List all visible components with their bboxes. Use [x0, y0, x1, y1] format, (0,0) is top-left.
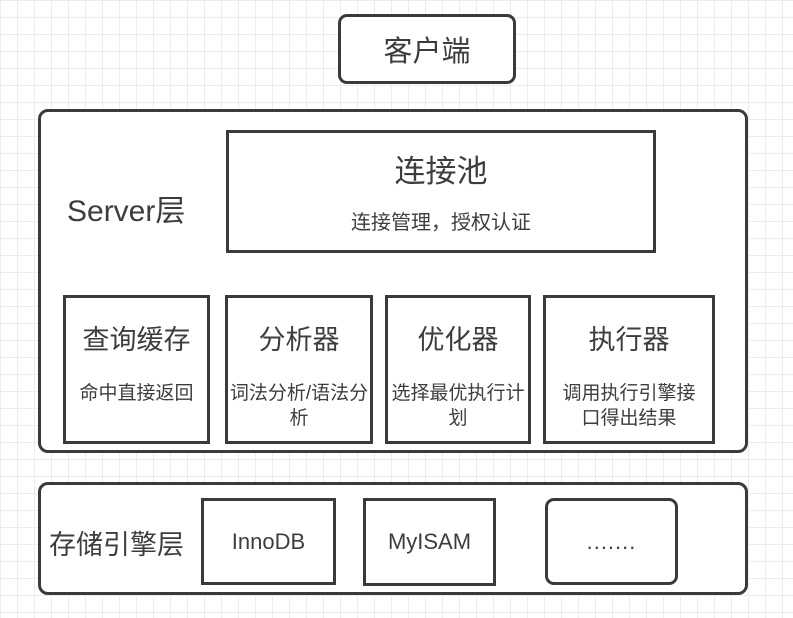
innodb-label: InnoDB [231, 528, 306, 554]
analyzer-subtitle: 词法分析/语法分 析 [229, 383, 369, 429]
analyzer-title: 分析器 [258, 325, 340, 355]
optimizer-title: 优化器 [417, 325, 499, 355]
myisam-box: MyISAM [363, 498, 496, 586]
optimizer-box: 优化器 选择最优执行计 划 [385, 295, 531, 444]
innodb-box: InnoDB [201, 498, 336, 585]
query-cache-box: 查询缓存 命中直接返回 [63, 295, 210, 444]
query-cache-title: 查询缓存 [82, 325, 191, 355]
other-engines-label: ....... [586, 528, 637, 554]
executor-title: 执行器 [588, 325, 670, 355]
client-label: 客户端 [383, 36, 471, 68]
query-cache-subtitle: 命中直接返回 [79, 383, 194, 404]
connection-pool-box: 连接池 连接管理，授权认证 [226, 130, 656, 253]
myisam-label: MyISAM [387, 529, 472, 554]
storage-layer-box: 存储引擎层 InnoDB MyISAM ....... [38, 482, 748, 595]
connection-pool-subtitle: 连接管理，授权认证 [351, 212, 531, 234]
client-box: 客户端 [338, 14, 516, 84]
analyzer-box: 分析器 词法分析/语法分 析 [225, 295, 373, 444]
server-layer-box: Server层 连接池 连接管理，授权认证 查询缓存 命中直接返回 分析器 词法… [38, 109, 748, 453]
executor-subtitle: 调用执行引擎接 口得出结果 [562, 383, 696, 429]
optimizer-subtitle: 选择最优执行计 划 [391, 383, 525, 429]
storage-layer-label: 存储引擎层 [49, 530, 184, 560]
executor-box: 执行器 调用执行引擎接 口得出结果 [543, 295, 715, 444]
other-engines-box: ....... [545, 498, 678, 585]
connection-pool-title: 连接池 [394, 154, 488, 189]
server-layer-label: Server层 [67, 195, 186, 228]
